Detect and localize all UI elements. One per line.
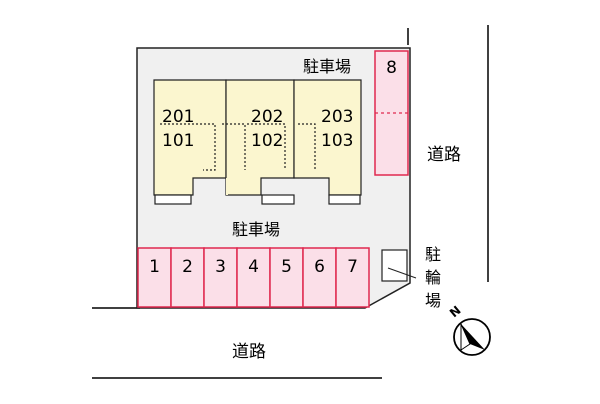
parking-space	[335, 247, 370, 308]
parking-label: 駐車場	[303, 57, 351, 76]
bicycle-parking-label: 駐	[425, 245, 441, 264]
parking-space	[236, 247, 271, 308]
parking-label: 駐車場	[232, 220, 280, 239]
parking-space-number: 6	[314, 257, 325, 277]
bicycle-parking-area	[381, 249, 408, 282]
bicycle-parking-label: 輪	[425, 268, 441, 287]
unit-number: 201	[162, 107, 194, 127]
parking-space	[170, 247, 205, 308]
parking-space-number: 2	[182, 257, 193, 277]
parking-space-number: 7	[347, 257, 358, 277]
interior-dashed-lines	[160, 123, 316, 171]
road-label: 道路	[232, 342, 266, 362]
entrance-step	[154, 194, 192, 205]
parking-space-number: 3	[215, 257, 226, 277]
parking-space-number: 8	[386, 58, 397, 78]
road-label: 道路	[427, 145, 461, 165]
north-compass-icon: N	[447, 303, 491, 356]
building	[153, 79, 362, 205]
unit-number: 103	[321, 131, 353, 151]
entrance-step	[328, 194, 361, 205]
parking-space	[302, 247, 337, 308]
parking-space-number: 5	[281, 257, 292, 277]
parking-space-number: 1	[149, 257, 160, 277]
entrance-step	[261, 194, 295, 205]
bicycle-parking-label: 場	[425, 291, 441, 310]
parking-space	[374, 50, 409, 176]
unit-number: 202	[251, 107, 283, 127]
unit-number: 203	[321, 107, 353, 127]
unit-number: 102	[251, 131, 283, 151]
parking-row: 1 2 3 4 5 6 7	[137, 247, 370, 308]
parking-space-number: 4	[248, 257, 259, 277]
bicycle-parking-leader-line	[387, 267, 417, 279]
unit-number: 101	[162, 131, 194, 151]
unit-divider-fill	[226, 178, 228, 195]
north-label: N	[447, 303, 464, 320]
